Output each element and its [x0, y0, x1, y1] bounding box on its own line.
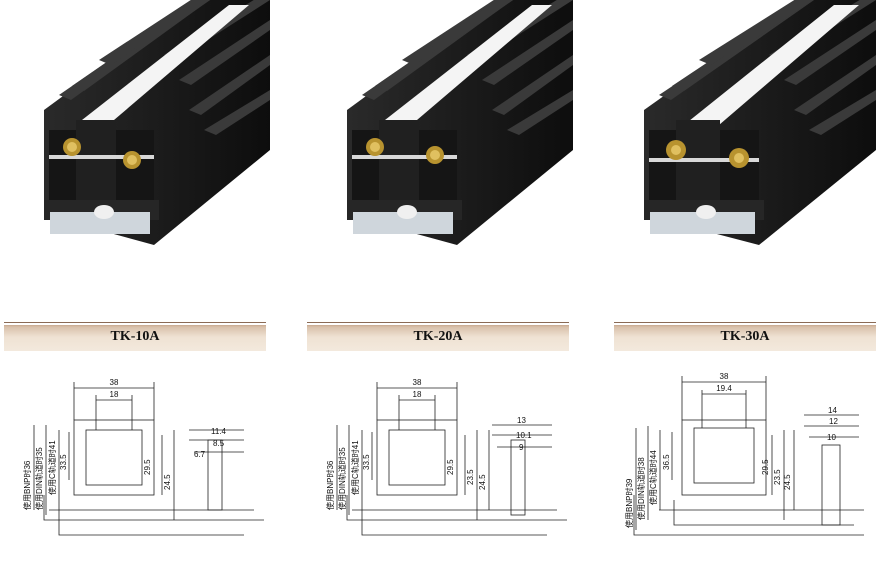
- dimension-drawing: 38 18 13 10.1 9 29.5 23.5 24.5 33.5 使用BN…: [325, 378, 567, 536]
- dim-side-3: 6.7: [194, 450, 206, 459]
- dim-c-value: 33.5: [59, 454, 68, 470]
- note-din: 使用DIN轨道时35: [337, 447, 347, 510]
- dim-width: 38: [413, 378, 422, 387]
- dim-side-2: 10.1: [516, 431, 532, 440]
- dim-c-value: 33.5: [362, 454, 371, 470]
- dim-inner-width: 18: [110, 390, 119, 399]
- dim-inner-width: 19.4: [716, 384, 732, 393]
- dimension-drawing: 38 18 11.4 8.5 6.7 29.5 24.5 33.5 使用BNP时…: [22, 378, 264, 536]
- note-din: 使用DIN轨道时35: [34, 447, 44, 510]
- dim-side-1: 14: [828, 406, 837, 415]
- dimension-drawing: 38 19.4 14 12 10 29.5 23.5 24.5 36.5 使用B…: [624, 372, 864, 536]
- dim-h1: 29.5: [143, 459, 152, 475]
- note-c-rail: 使用C轨道时41: [350, 440, 360, 495]
- product-panel-tk30a: TK-30A 38 19.4 14 12 10 29.5 23.5 24.5 3: [614, 0, 880, 569]
- dim-h3: 24.5: [478, 474, 487, 490]
- note-c-rail: 使用C轨道时41: [47, 440, 57, 495]
- product-title: TK-20A: [413, 329, 463, 344]
- note-din: 使用DIN轨道时38: [636, 457, 646, 520]
- dim-side-1: 11.4: [211, 427, 227, 436]
- note-bnp: 使用BNP时36: [22, 460, 32, 510]
- dim-h2: 23.5: [773, 469, 782, 485]
- product-title-band: TK-10A: [4, 322, 266, 351]
- terminal-block-photo: [347, 0, 573, 245]
- dim-inner-width: 18: [413, 390, 422, 399]
- product-panel-tk10a: TK-10A 38 18 11.4 8.5 6.7 29.5 24.5 33.5: [4, 0, 274, 569]
- product-panel-tk20a: TK-20A 38 18 13 10.1 9 29.5 23.5 24.5 33: [307, 0, 577, 569]
- dim-side-2: 12: [829, 417, 838, 426]
- note-bnp: 使用BNP时39: [624, 478, 634, 528]
- terminal-block-photo: [644, 0, 876, 245]
- dim-side-2: 8.5: [213, 439, 225, 448]
- product-title: TK-30A: [720, 329, 770, 344]
- terminal-block-photo: [44, 0, 270, 245]
- dim-h2: 24.5: [163, 474, 172, 490]
- note-bnp: 使用BNP时36: [325, 460, 335, 510]
- product-title-band: TK-30A: [614, 322, 876, 351]
- dim-h1: 29.5: [446, 459, 455, 475]
- dim-h2: 23.5: [466, 469, 475, 485]
- dim-c-value: 36.5: [662, 454, 671, 470]
- dim-side-1: 13: [517, 416, 526, 425]
- dim-width: 38: [110, 378, 119, 387]
- dim-h3: 24.5: [783, 474, 792, 490]
- dim-width: 38: [720, 372, 729, 381]
- product-title: TK-10A: [110, 329, 160, 344]
- note-c-rail: 使用C轨道时44: [648, 450, 658, 505]
- product-title-band: TK-20A: [307, 322, 569, 351]
- dim-side-3: 9: [519, 443, 524, 452]
- dim-side-3: 10: [827, 433, 836, 442]
- dim-h1: 29.5: [761, 459, 770, 475]
